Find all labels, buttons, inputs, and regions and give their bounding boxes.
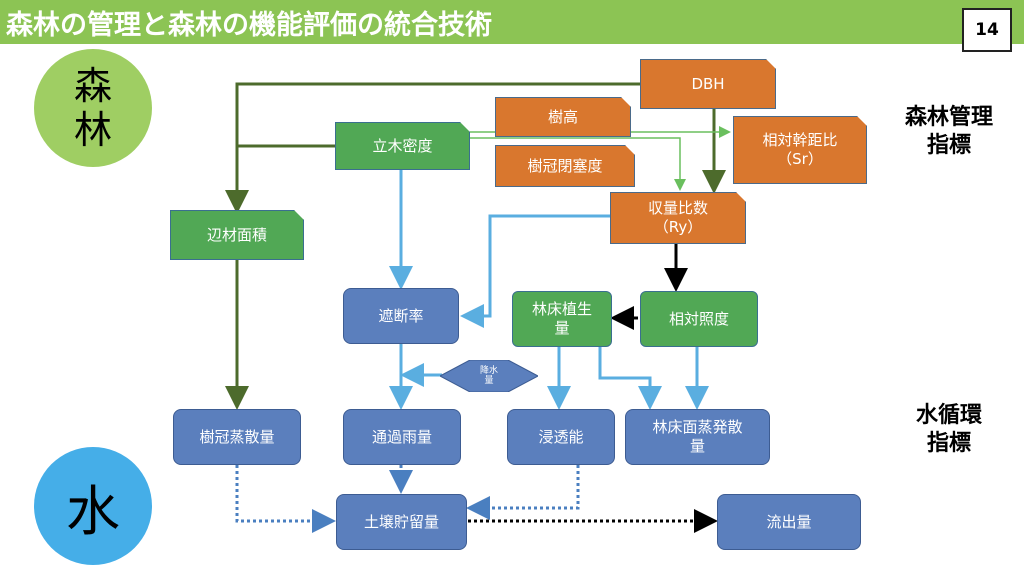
node-label: 量 [484, 376, 494, 386]
node-label: 通過雨量 [371, 427, 432, 446]
node-label: 樹冠閉塞度 [527, 156, 603, 175]
node-label: 量 [689, 437, 705, 455]
label-line: 水循環 [915, 403, 982, 428]
label-line: 指標 [926, 133, 971, 158]
label-line: 森林管理 [904, 105, 993, 130]
node-precipitation: 降水 量 [440, 360, 538, 392]
page-number: 14 [962, 8, 1012, 52]
forest-management-index-label: 森林管理 指標 [884, 104, 1014, 160]
arrow-understory-to-evaporation [598, 346, 662, 410]
forest-char-2: 林 [73, 108, 112, 152]
node-stand-density: 立木密度 [335, 122, 470, 170]
node-label: 辺材面積 [206, 225, 267, 244]
node-interception-rate: 遮断率 [343, 288, 459, 344]
arrow-yield-to-interception [460, 214, 612, 328]
node-dbh: DBH [640, 59, 776, 109]
node-soil-storage: 土壌貯留量 [336, 494, 467, 550]
node-label: 樹高 [547, 107, 578, 126]
node-label: 浸透能 [538, 427, 584, 446]
diamond-shape [440, 360, 538, 392]
water-circle: 水 [34, 447, 152, 565]
node-tree-height: 樹高 [495, 97, 631, 137]
node-label: 立木密度 [372, 136, 433, 155]
arrow-transpiration-to-soil [235, 465, 336, 533]
node-floor-evapotranspiration: 林床面蒸発散 量 [625, 409, 770, 465]
node-label: 相対照度 [668, 309, 729, 328]
node-canopy-transpiration: 樹冠蒸散量 [173, 409, 301, 465]
node-label: 降水 [479, 366, 498, 376]
title-bar: 森林の管理と森林の機能評価の統合技術 [0, 0, 1024, 44]
label-line: 指標 [926, 431, 971, 456]
node-label: 樹冠蒸散量 [199, 427, 275, 446]
node-label: 遮断率 [378, 306, 424, 325]
node-infiltration-capacity: 浸透能 [507, 409, 615, 465]
node-label: 相対幹距比 [762, 131, 838, 149]
node-label: DBH [691, 74, 725, 93]
node-label: 収量比数 [647, 199, 708, 217]
node-runoff: 流出量 [717, 494, 861, 550]
node-throughfall: 通過雨量 [343, 409, 461, 465]
node-understory-vegetation: 林床植生 量 [512, 291, 612, 347]
forest-circle: 森 林 [34, 49, 152, 167]
node-relative-spacing-ratio: 相対幹距比 （Sr） [733, 116, 867, 184]
arrow-dbh-to-sapwood [225, 82, 640, 214]
node-sapwood-area: 辺材面積 [170, 210, 304, 260]
node-label: 林床面蒸発散 [652, 418, 743, 436]
water-cycle-index-label: 水循環 指標 [884, 402, 1014, 458]
node-label: （Sr） [777, 150, 823, 168]
arrow-infiltration-to-soil [466, 465, 580, 520]
water-char: 水 [66, 479, 120, 543]
node-label: 量 [554, 319, 570, 337]
node-canopy-closure: 樹冠閉塞度 [495, 145, 635, 187]
node-yield-ratio: 収量比数 （Ry） [610, 192, 746, 244]
node-label: 流出量 [766, 512, 812, 531]
node-label: 林床植生 [531, 300, 592, 318]
node-label: 土壌貯留量 [363, 512, 439, 531]
slide-title: 森林の管理と森林の機能評価の統合技術 [6, 10, 492, 41]
arrow-density-to-yield [470, 137, 686, 191]
forest-char-1: 森 [73, 64, 112, 108]
node-label: （Ry） [653, 218, 703, 236]
node-relative-illuminance: 相対照度 [640, 291, 758, 347]
